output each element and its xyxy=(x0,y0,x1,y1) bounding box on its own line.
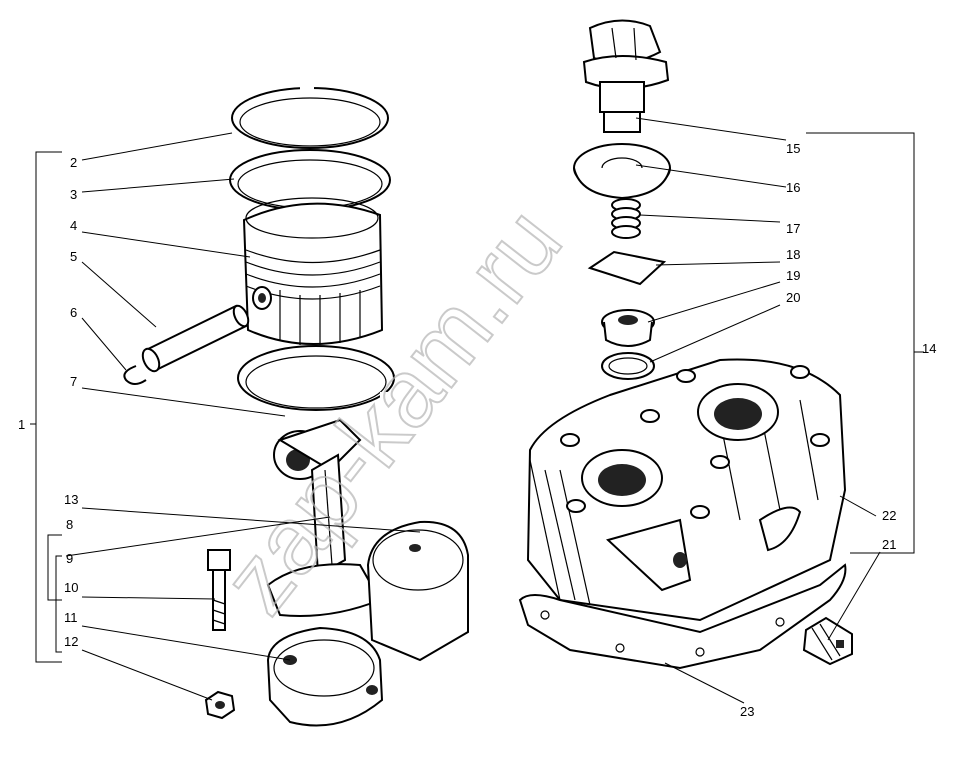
rod-bolt xyxy=(207,549,231,631)
rod-cap xyxy=(266,626,384,727)
leader-lines xyxy=(65,117,881,704)
callout-7: 7 xyxy=(70,374,77,389)
callout-13: 13 xyxy=(64,492,78,507)
callout-9: 9 xyxy=(66,551,73,566)
callout-4: 4 xyxy=(70,218,77,233)
oil-ring xyxy=(237,345,395,411)
rod-nut xyxy=(204,690,236,720)
callout-12: 12 xyxy=(64,634,78,649)
callout-16: 16 xyxy=(786,180,800,195)
callout-23: 23 xyxy=(740,704,754,719)
callout-3: 3 xyxy=(70,187,77,202)
bearing-shell-upper xyxy=(366,520,469,662)
callout-15: 15 xyxy=(786,141,800,156)
piston-ring-upper xyxy=(231,86,389,149)
callout-14: 14 xyxy=(922,341,936,356)
callout-17: 17 xyxy=(786,221,800,236)
callout-20: 20 xyxy=(786,290,800,305)
cylinder-head-assembly xyxy=(518,19,853,670)
sealing-ring xyxy=(601,352,655,380)
cylinder-head xyxy=(526,358,847,622)
valve-spring xyxy=(611,198,641,239)
callout-21: 21 xyxy=(882,537,896,552)
drain-plug xyxy=(802,616,853,666)
callout-1: 1 xyxy=(18,417,25,432)
callout-6: 6 xyxy=(70,305,77,320)
valve-plate xyxy=(587,250,667,286)
callout-labels: 1 2 3 4 5 6 7 8 9 10 11 12 13 14 15 16 1… xyxy=(18,141,936,719)
piston xyxy=(242,197,384,345)
callout-10: 10 xyxy=(64,580,78,595)
head-gasket xyxy=(518,563,847,670)
retaining-ring xyxy=(123,365,147,385)
callout-2: 2 xyxy=(70,155,77,170)
callout-11: 11 xyxy=(64,610,78,625)
callout-8: 8 xyxy=(66,517,73,532)
valve-seat xyxy=(601,309,655,347)
valve-seat-washer xyxy=(573,143,671,200)
group-brackets xyxy=(30,132,924,663)
callout-18: 18 xyxy=(786,247,800,262)
valve-plug xyxy=(582,19,670,133)
callout-5: 5 xyxy=(70,249,77,264)
callout-19: 19 xyxy=(786,268,800,283)
connecting-rod xyxy=(266,418,382,617)
piston-assembly xyxy=(123,86,469,727)
callout-22: 22 xyxy=(882,508,896,523)
piston-pin xyxy=(141,304,250,373)
